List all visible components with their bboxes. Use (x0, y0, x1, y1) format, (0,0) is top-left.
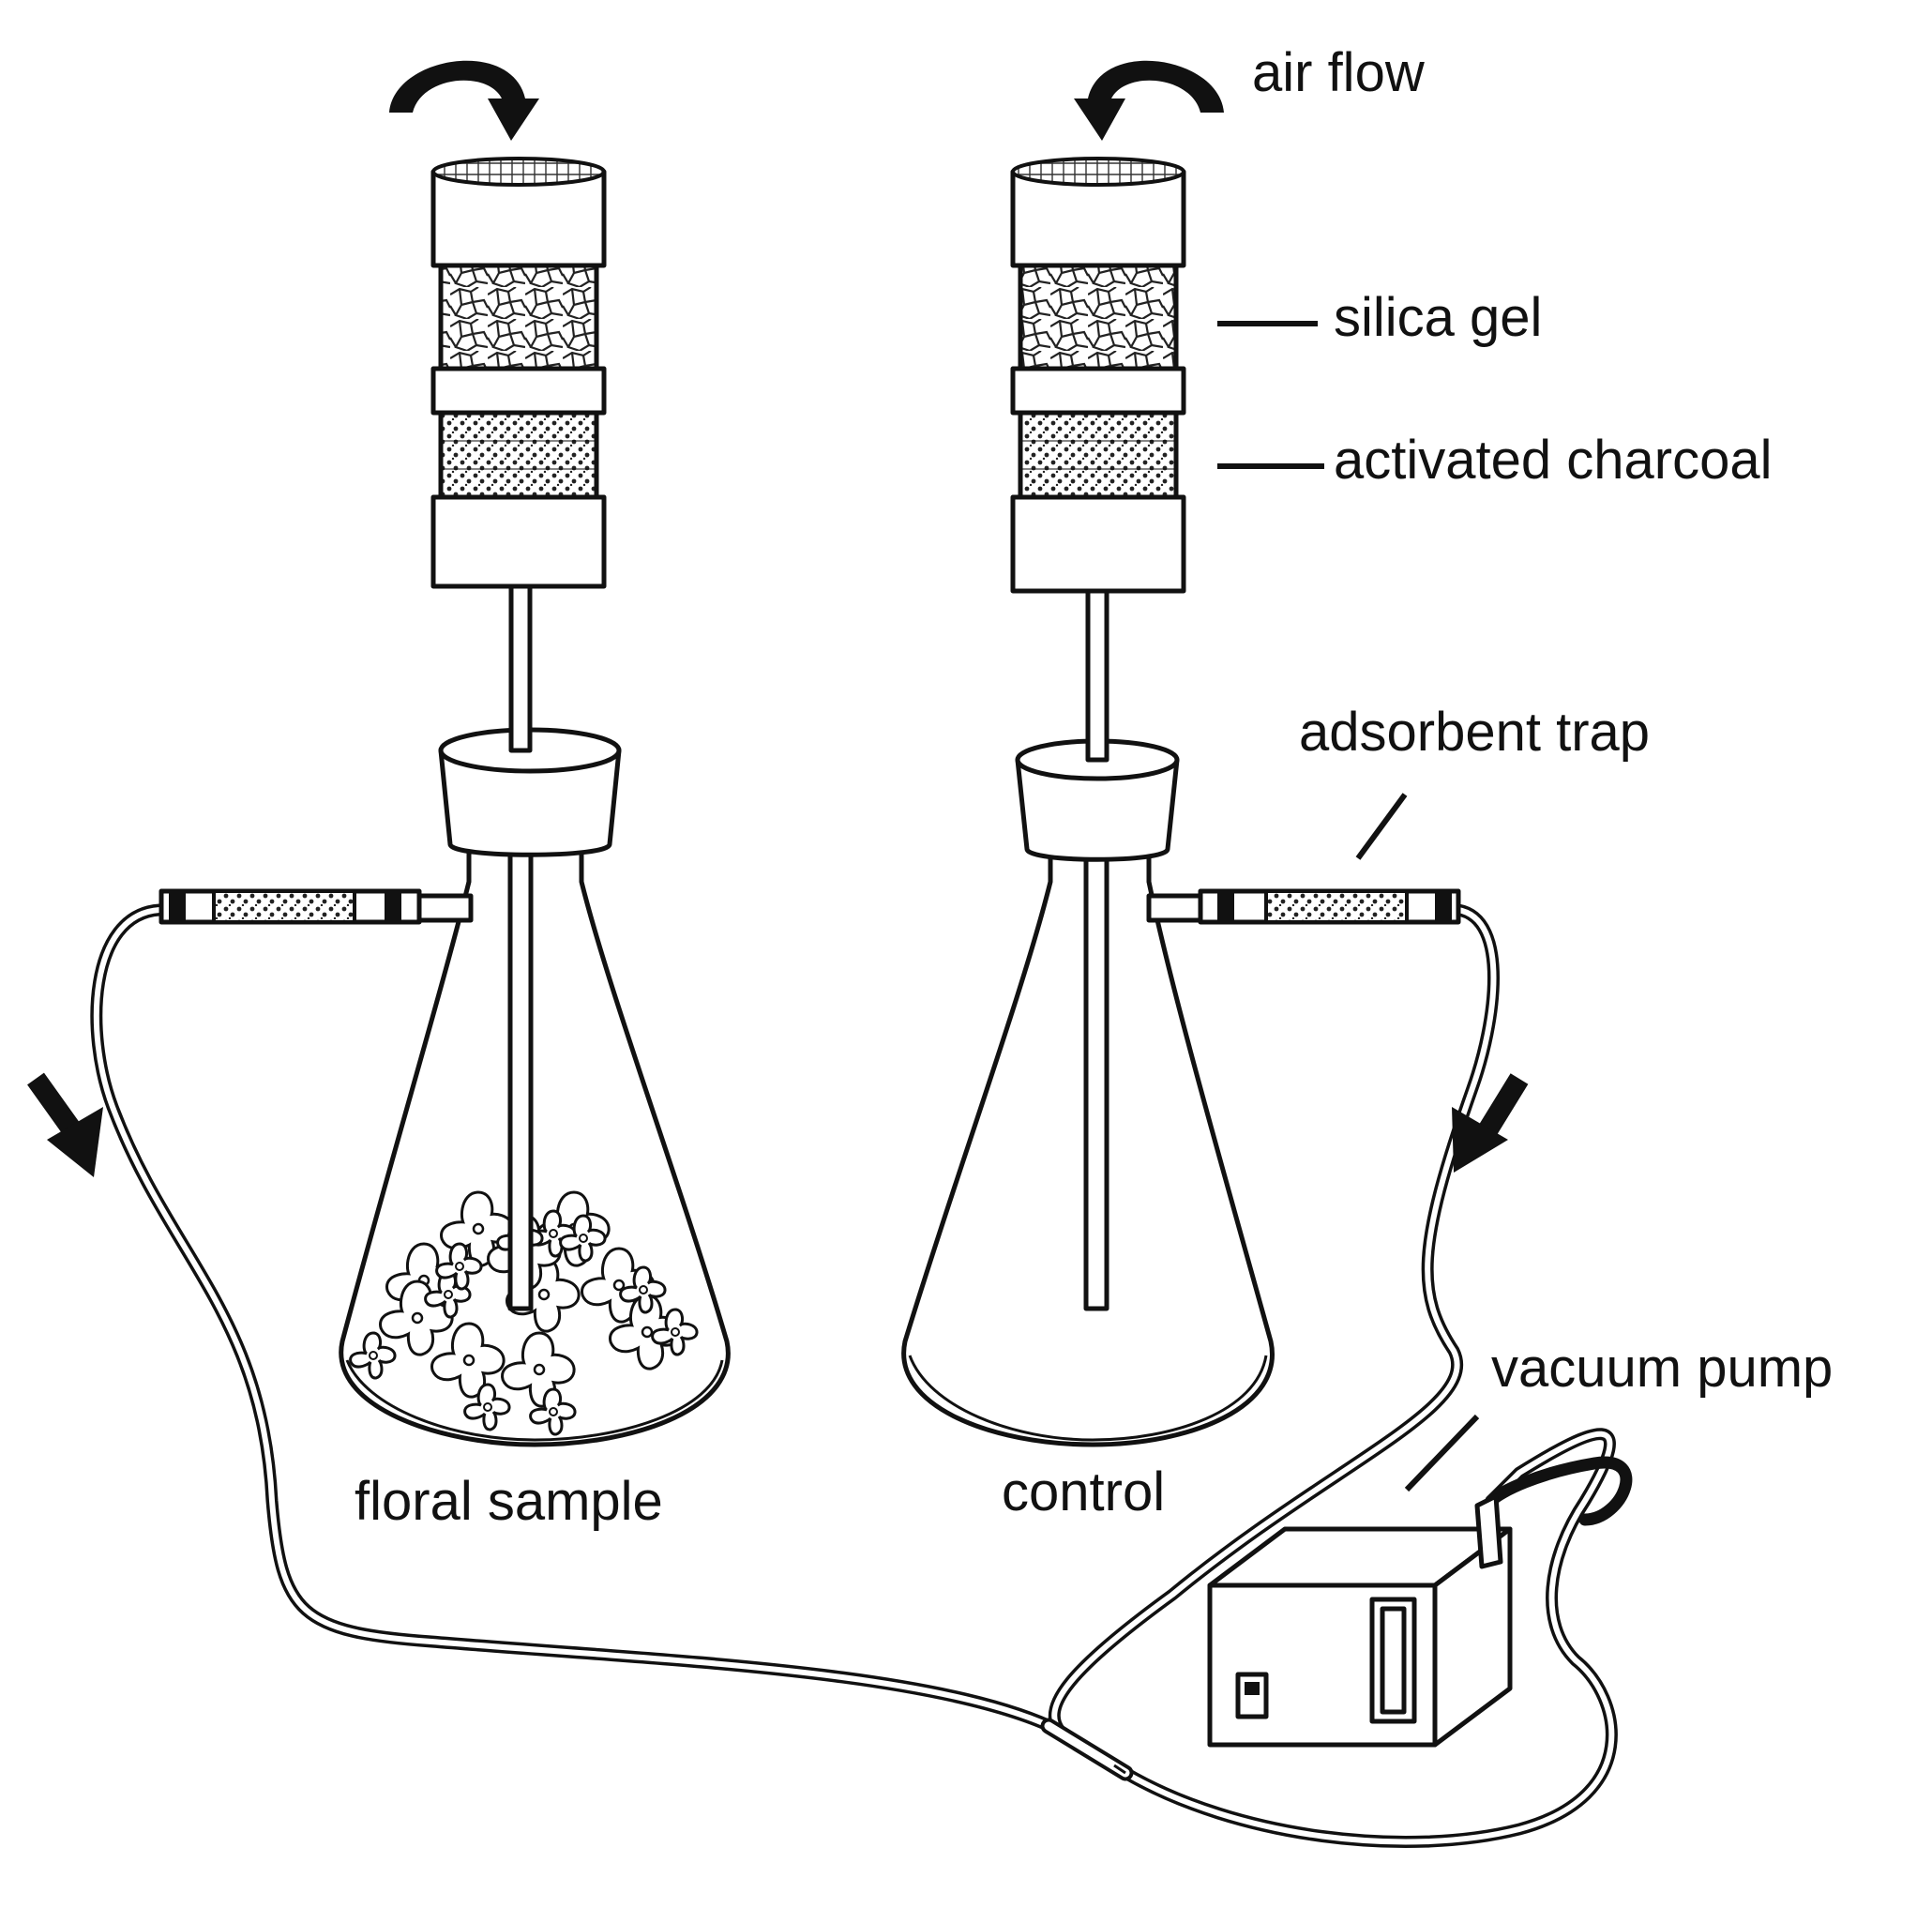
curved-arrow-icon (1074, 60, 1224, 141)
label-activated-charcoal: activated charcoal (1334, 430, 1772, 491)
down-arrow-icon (1452, 1073, 1529, 1173)
down-arrow-icon (27, 1072, 103, 1177)
label-floral-sample: floral sample (355, 1471, 663, 1532)
label-air-flow: air flow (1252, 42, 1426, 103)
adsorbent-trap-left (158, 888, 422, 925)
leader-lines (1217, 321, 1480, 1492)
label-silica-gel: silica gel (1334, 287, 1542, 348)
label-adsorbent-trap: adsorbent trap (1299, 702, 1650, 763)
right-assembly (901, 60, 1529, 1447)
curved-arrow-icon (389, 60, 539, 141)
tubing (90, 903, 1633, 1848)
vacuum-pump (1207, 1493, 1513, 1748)
adsorbent-trap-right (1198, 888, 1461, 925)
label-vacuum-pump: vacuum pump (1491, 1338, 1833, 1399)
label-control: control (1002, 1461, 1165, 1522)
filter-column-left (430, 157, 607, 589)
filter-column-right (1010, 157, 1186, 594)
left-assembly (27, 60, 731, 1447)
